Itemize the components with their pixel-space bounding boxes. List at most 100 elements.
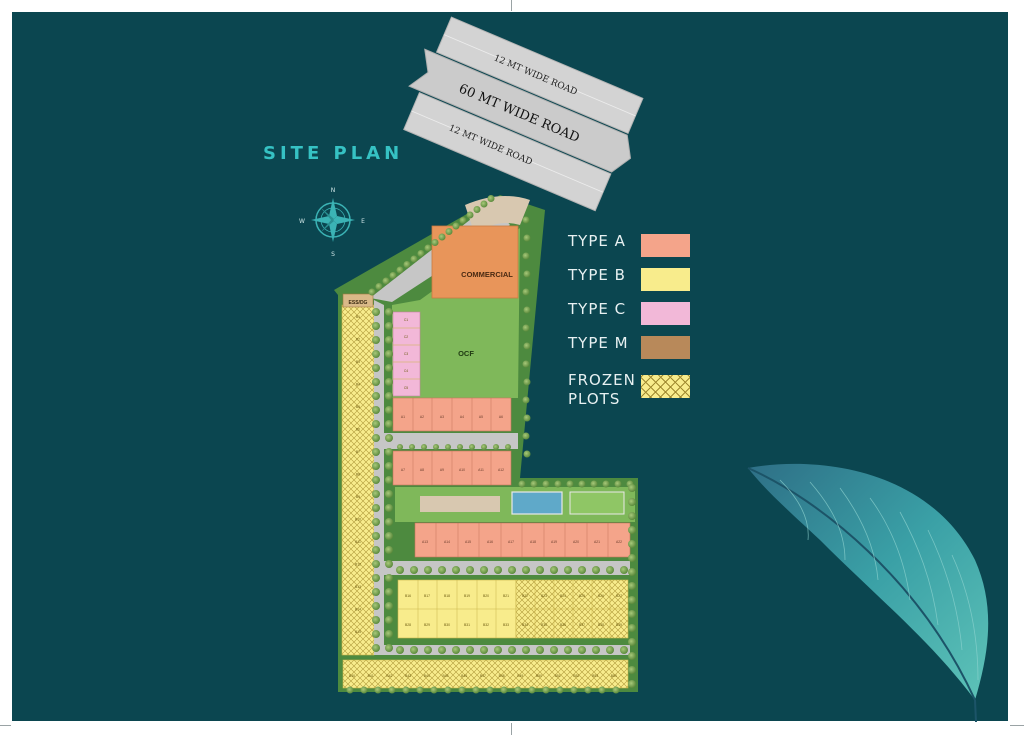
tree [536,646,544,654]
tree [385,504,393,512]
tree [372,336,380,344]
tree [385,546,393,554]
plot-label: B46 [461,674,467,678]
tree [372,406,380,414]
tree [592,566,600,574]
plot-label: B25 [579,594,585,598]
plot-label: B8 [356,473,360,477]
zone-label-commercial: COMMERCIAL [461,270,513,279]
tree [457,444,463,450]
tree [480,646,488,654]
tree [480,566,488,574]
tree [628,554,636,562]
tree [518,480,526,488]
tree [602,480,610,488]
crop-mark-bottom [511,723,512,735]
compass-east: E [361,218,365,225]
plot-label: C2 [404,335,408,339]
plot-label: B16 [405,594,411,598]
plot-label: B26 [598,594,604,598]
tree [372,616,380,624]
tree [385,378,393,386]
plot-label: C5 [404,386,408,390]
tree [382,277,390,285]
plot-label: A15 [465,540,471,544]
plot-label: C1 [404,318,408,322]
tree [385,336,393,344]
tree [522,360,530,368]
plot-label: A10 [459,468,465,472]
tree [438,233,446,241]
tree [445,228,453,235]
plot-label: B49 [517,674,523,678]
plot-label: B36 [560,623,566,627]
tree [385,630,393,638]
tree [372,392,380,400]
plot-label: B44 [424,674,430,678]
tree [466,211,474,219]
tree [385,448,393,456]
plot-label: B14 [355,608,361,612]
tree [424,566,432,574]
tree [372,560,380,568]
tree [430,686,438,694]
tree [628,526,636,534]
compass-north: N [331,187,336,194]
tree [403,261,411,268]
tree [620,566,628,574]
tree [372,308,380,316]
tree [410,646,418,654]
plot-label: B51 [555,674,561,678]
tree [452,646,460,654]
tree [508,566,516,574]
plot-label: B17 [424,594,430,598]
plot-label: B30 [444,623,450,627]
tree [385,462,393,470]
plot-label: A1 [401,415,405,419]
crop-mark-left [0,725,11,726]
tree [530,480,538,488]
plot-label: B7 [356,450,360,454]
plot-label: B2 [356,338,360,342]
tree [385,574,393,582]
plot-label: B45 [442,674,448,678]
tree [396,566,404,574]
tree [522,252,530,260]
tree [385,532,393,540]
tree [431,239,439,246]
tree [385,616,393,624]
legend-swatch [641,375,690,398]
tree [389,272,397,279]
tree [385,602,393,610]
tree [402,686,410,694]
tree [620,646,628,654]
tree [494,566,502,574]
tree [592,646,600,654]
tree [542,480,550,488]
plot-label: A16 [487,540,493,544]
tree [628,596,636,604]
plot-label: A18 [530,540,536,544]
tree [466,566,474,574]
tree [612,686,620,694]
plot-label: B11 [355,540,361,544]
tree [385,560,393,568]
plot-label: C3 [404,352,408,356]
compass-south: S [331,251,335,258]
plot-label: B43 [405,674,411,678]
plot-label: A9 [440,468,444,472]
zone-label-ocf: OCF [458,349,474,358]
plot-label: B24 [560,594,566,598]
tree [628,680,636,688]
tree [385,322,393,330]
tree [372,476,380,484]
tree [628,610,636,618]
plot-label: C4 [404,369,408,373]
tree [385,518,393,526]
tree [372,350,380,358]
plot-label: A4 [460,415,464,419]
tree [444,686,452,694]
tree [452,566,460,574]
tree [480,200,488,208]
